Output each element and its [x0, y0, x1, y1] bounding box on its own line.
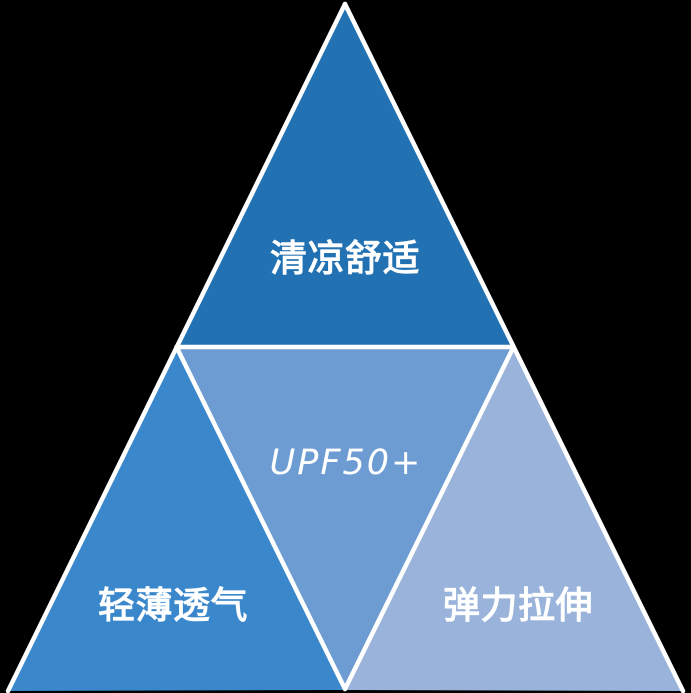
segment-top-label: 清凉舒适: [270, 238, 420, 279]
segment-top-triangle: [176, 4, 514, 347]
segment-bottom-right-triangle: [345, 347, 683, 691]
segment-center-triangle: [176, 347, 514, 689]
segment-bottom-right-label: 弹力拉伸: [443, 585, 593, 626]
segment-bottom-left-label: 轻薄透气: [98, 585, 248, 626]
divider-inner-right: [342, 344, 516, 692]
segment-bottom-left-triangle: [8, 347, 345, 691]
segment-center-label: UPF50+: [270, 443, 423, 483]
divider-inner-left: [174, 344, 348, 692]
